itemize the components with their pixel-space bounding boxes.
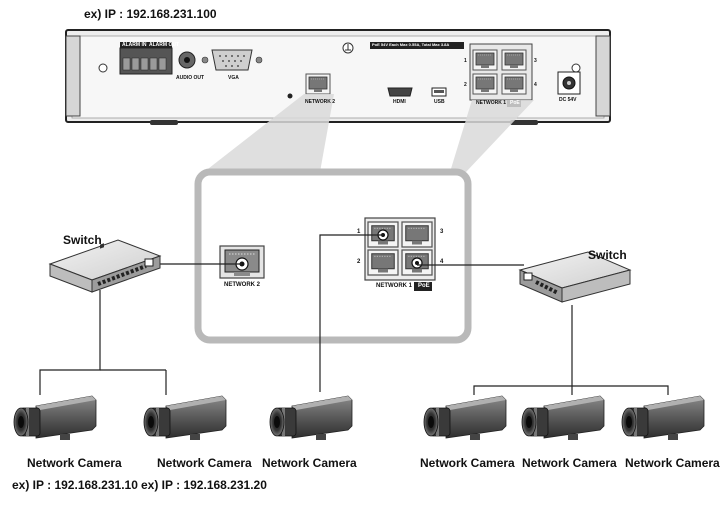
switch-right-label: Switch: [588, 248, 627, 262]
zoom-port-4: 4: [440, 259, 444, 265]
nvr-ip-label: ex) IP : 192.168.231.100: [84, 7, 217, 21]
camera-4: [423, 395, 507, 441]
camera-2-ip: ex) IP : 192.168.231.20: [141, 478, 267, 492]
zoom-projection-left: [204, 94, 334, 172]
cables: [39, 234, 669, 395]
camera-6-label: Network Camera: [625, 456, 720, 470]
dc-label: DC 54V: [559, 97, 577, 103]
zoom-network1-label: NETWORK 1: [376, 283, 412, 289]
camera-2-label: Network Camera: [157, 456, 252, 470]
nvr-port-1: 1: [464, 58, 467, 64]
nvr-port-2: 2: [464, 82, 467, 88]
nvr-port-4: 4: [534, 82, 537, 88]
vga-label: VGA: [228, 75, 239, 81]
zoom-projection-right: [450, 100, 534, 172]
hdmi-label: HDMI: [393, 99, 406, 105]
camera-5-label: Network Camera: [522, 456, 617, 470]
camera-3: [269, 395, 353, 441]
nvr-network2-label: NETWORK 2: [305, 99, 335, 105]
alarm-in-label: ALARM IN: [122, 42, 147, 48]
zoom-network2-port: [219, 245, 265, 279]
nvr-network1-label: NETWORK 1: [476, 100, 506, 106]
alarm-out-label: ALARM OUT: [149, 42, 179, 48]
switch-left-label: Switch: [63, 233, 102, 247]
nvr-back-panel: [65, 29, 611, 125]
camera-3-label: Network Camera: [262, 456, 357, 470]
camera-1-ip: ex) IP : 192.168.231.10: [12, 478, 138, 492]
usb-label: USB: [434, 99, 445, 105]
camera-4-label: Network Camera: [420, 456, 515, 470]
zoom-network1-quad: [364, 217, 436, 291]
camera-1-label: Network Camera: [27, 456, 122, 470]
zoom-port-3: 3: [440, 229, 444, 235]
camera-6: [621, 395, 705, 441]
poe-note: PoE 54V Each Max 0.55A, Total Max 3.8A: [372, 42, 450, 47]
zoom-box: [194, 168, 472, 344]
camera-5: [521, 395, 605, 441]
zoom-network2-label: NETWORK 2: [224, 282, 260, 288]
nvr-poe-label: PoE: [510, 100, 520, 106]
switch-left: [48, 239, 162, 293]
camera-1: [13, 395, 97, 441]
zoom-port-1: 1: [357, 229, 361, 235]
camera-2: [143, 395, 227, 441]
zoom-port-2: 2: [357, 259, 361, 265]
audio-out-label: AUDIO OUT: [176, 75, 205, 81]
switch-right: [518, 251, 632, 303]
zoom-poe-label: PoE: [418, 283, 430, 289]
nvr-port-3: 3: [534, 58, 537, 64]
